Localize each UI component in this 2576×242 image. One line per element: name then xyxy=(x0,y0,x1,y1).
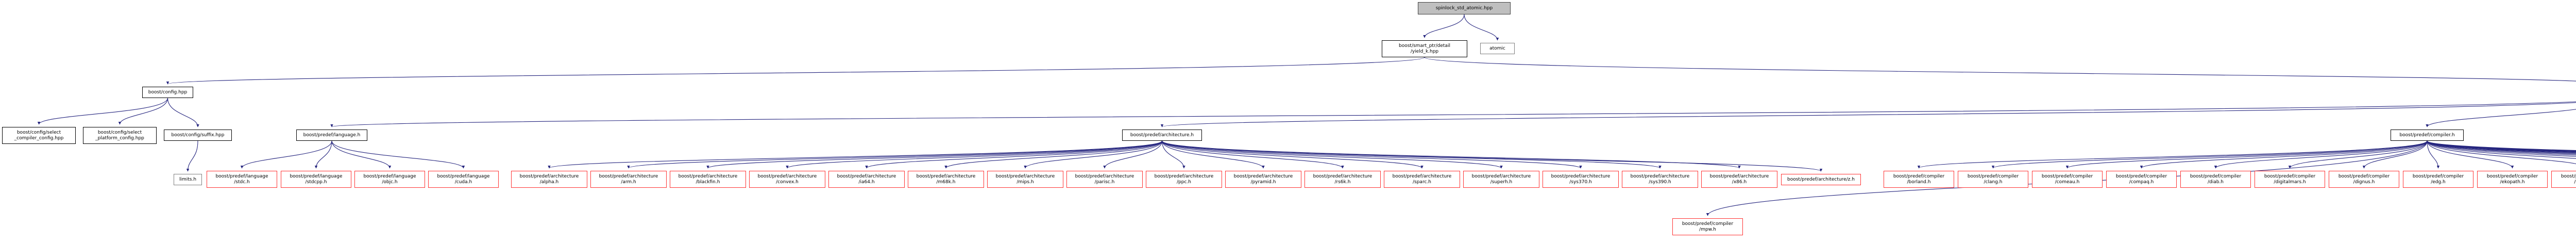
graph-node[interactable]: boost/predef/architecture/z.h xyxy=(1781,174,1861,185)
graph-edge xyxy=(2065,140,2428,169)
graph-edge xyxy=(2427,140,2576,155)
graph-node[interactable]: boost/config/suffix.hpp xyxy=(164,130,232,141)
graph-edge xyxy=(1103,140,1163,169)
graph-edge xyxy=(2427,140,2440,169)
graph-node[interactable]: limits.h xyxy=(174,174,202,185)
graph-edge xyxy=(2427,140,2576,153)
graph-node[interactable]: boost/predef/architecture /rs6k.h xyxy=(1304,171,1381,188)
graph-edge xyxy=(186,140,198,172)
graph-node[interactable]: boost/predef/compiler /compaq.h xyxy=(2106,171,2177,188)
graph-node[interactable]: boost/predef/compiler /edg.h xyxy=(2403,171,2473,188)
graph-edge xyxy=(1161,140,1582,169)
graph-node[interactable]: boost/predef/compiler /clang.h xyxy=(1958,171,2028,188)
graph-edge xyxy=(2427,140,2514,169)
graph-node[interactable]: boost/config/select _platform_config.hpp xyxy=(83,127,157,144)
graph-edge xyxy=(2426,109,2576,127)
graph-edge xyxy=(331,140,465,169)
graph-edge xyxy=(2427,140,2576,153)
graph-edge xyxy=(314,140,332,169)
graph-node[interactable]: boost/predef/architecture /pyramid.h xyxy=(1225,171,1301,188)
graph-node[interactable]: boost/predef/architecture /ppc.h xyxy=(1146,171,1222,188)
graph-edge xyxy=(1161,140,1344,169)
graph-edge xyxy=(167,98,199,127)
graph-edge xyxy=(548,140,1163,169)
graph-node[interactable]: boost/predef/architecture /alpha.h xyxy=(511,171,587,188)
graph-node[interactable]: spinlock_std_atomic.hpp xyxy=(1418,2,1511,14)
graph-node[interactable]: boost/predef/compiler /borland.h xyxy=(1884,171,1954,188)
graph-edge xyxy=(1161,140,1741,169)
graph-edge xyxy=(865,140,1163,169)
graph-edge xyxy=(1991,140,2428,169)
graph-edge xyxy=(2427,140,2576,152)
graph-edge xyxy=(2427,140,2576,157)
graph-node[interactable]: boost/predef/architecture /m68k.h xyxy=(908,171,984,188)
graph-node[interactable]: boost/predef/architecture /x86.h xyxy=(1701,171,1777,188)
graph-node[interactable]: boost/predef/architecture /arm.h xyxy=(590,171,667,188)
graph-node[interactable]: boost/predef/language /stdcpp.h xyxy=(281,171,351,188)
graph-node[interactable]: boost/predef/architecture /sys370.h xyxy=(1543,171,1619,188)
graph-edge xyxy=(1161,102,2576,127)
graph-node[interactable]: boost/predef/architecture /sys390.h xyxy=(1622,171,1698,188)
graph-edge xyxy=(331,140,392,169)
graph-edge xyxy=(1024,140,1163,169)
graph-node[interactable]: boost/config/select _compiler_config.hpp xyxy=(2,127,76,144)
graph-edge xyxy=(706,140,1163,169)
graph-edge xyxy=(1161,140,1503,169)
graph-node[interactable]: boost/predef/compiler /dignus.h xyxy=(2329,171,2399,188)
graph-edge xyxy=(2140,140,2428,169)
graph-node[interactable]: boost/predef/compiler /diab.h xyxy=(2180,171,2251,188)
graph-edge xyxy=(1423,14,1465,38)
graph-node[interactable]: boost/config.hpp xyxy=(142,87,193,98)
graph-edge xyxy=(1424,57,2576,82)
graph-edge xyxy=(1464,14,1499,41)
graph-node[interactable]: boost/predef/architecture /superh.h xyxy=(1463,171,1539,188)
graph-node[interactable]: boost/predef/language.h xyxy=(296,130,367,141)
graph-edge xyxy=(118,98,168,125)
graph-edge xyxy=(1161,140,1662,169)
graph-node[interactable]: boost/predef/architecture /parisc.h xyxy=(1066,171,1143,188)
graph-node[interactable]: boost/predef/language /stdc.h xyxy=(207,171,277,188)
graph-edge xyxy=(2427,140,2576,152)
graph-edge xyxy=(2214,140,2428,169)
graph-edge xyxy=(1161,140,1423,169)
graph-edge xyxy=(1161,140,1265,169)
graph-edge xyxy=(2427,140,2576,156)
graph-node[interactable]: boost/predef/architecture /sparc.h xyxy=(1384,171,1460,188)
graph-node[interactable]: boost/predef/language /objc.h xyxy=(354,171,425,188)
graph-edge xyxy=(2362,140,2428,169)
graph-node[interactable]: boost/predef/compiler /digitalmars.h xyxy=(2255,171,2325,188)
graph-edge xyxy=(2427,140,2576,154)
graph-node[interactable]: boost/smart_ptr/detail /yield_k.hpp xyxy=(1382,40,1467,57)
graph-edge xyxy=(1161,140,1185,169)
graph-edge xyxy=(1917,140,2428,169)
graph-node[interactable]: boost/predef/architecture.h xyxy=(1122,130,1202,141)
graph-node[interactable]: boost/predef/architecture /blackfin.h xyxy=(670,171,746,188)
graph-node[interactable]: boost/predef/architecture /ia64.h xyxy=(828,171,905,188)
graph-edge xyxy=(2427,140,2576,159)
graph-node[interactable]: boost/predef/compiler /mpw.h xyxy=(1672,218,1743,235)
graph-node[interactable]: boost/predef/compiler /ekopath.h xyxy=(2477,171,2548,188)
graph-node[interactable]: boost/predef/compiler.h xyxy=(2391,130,2464,141)
graph-edge xyxy=(2427,140,2576,151)
graph-edge xyxy=(2288,140,2428,169)
graph-edge xyxy=(786,140,1163,169)
graph-edge xyxy=(2427,140,2576,151)
graph-edge xyxy=(240,140,332,169)
graph-edge xyxy=(331,101,2576,127)
graph-edge xyxy=(2427,140,2576,165)
graph-edge xyxy=(944,140,1163,169)
graph-edge xyxy=(1161,140,1822,172)
graph-node[interactable]: boost/predef/compiler /gcc_xml.h xyxy=(2551,171,2576,188)
graph-edge xyxy=(627,140,1163,169)
graph-node[interactable]: boost/predef/compiler /comeau.h xyxy=(2032,171,2103,188)
graph-edge xyxy=(166,57,1425,85)
graph-node[interactable]: boost/predef/language /cuda.h xyxy=(428,171,499,188)
graph-node[interactable]: boost/predef/architecture /mips.h xyxy=(987,171,1063,188)
graph-node[interactable]: boost/predef/architecture /convex.h xyxy=(749,171,825,188)
graph-node[interactable]: atomic xyxy=(1480,43,1515,54)
graph-edge xyxy=(37,98,168,125)
